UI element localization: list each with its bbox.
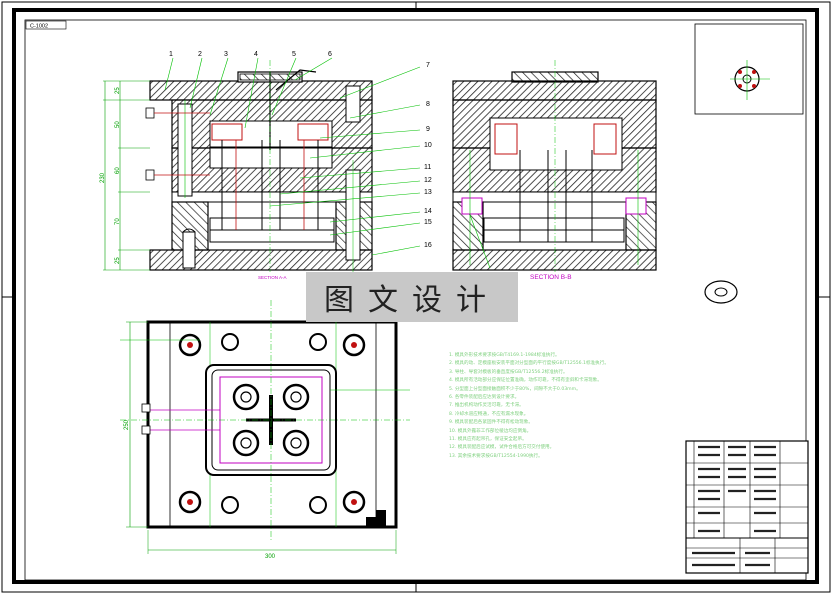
- plan-view: [120, 300, 410, 540]
- balloon-numbers: 1 2 3 4 5 6 7 8 9 10 11 12 13 14 15 16: [169, 51, 432, 249]
- note-line: 1. 模具外形技术要求按GB/T4169.1-1984标准执行。: [449, 353, 560, 358]
- section-bb-view: SECTION B-B: [452, 60, 657, 281]
- balloon-12: 12: [424, 177, 432, 184]
- note-line: 11. 模具应有起吊孔，保证安全起吊。: [449, 437, 527, 443]
- note-line: 12. 模具装配后应试模，试件合格后方可交付使用。: [449, 445, 555, 451]
- technical-notes: 1. 模具外形技术要求按GB/T4169.1-1984标准执行。 2. 模具的动…: [449, 352, 687, 461]
- dim-70: 70: [115, 218, 121, 225]
- section-aa-view: SECTION A-A: [145, 60, 373, 280]
- balloon-5: 5: [292, 51, 296, 58]
- balloon-3: 3: [224, 51, 228, 58]
- note-line: 7. 推出机构动作灵活可靠，无卡滞。: [449, 403, 524, 409]
- mini-view-box: [694, 23, 804, 115]
- note-line: 4. 模具所有活动部分应保证位置准确，动作可靠，不得有歪斜和卡滞现象。: [449, 378, 602, 384]
- balloon-1: 1: [169, 51, 173, 58]
- note-line: 2. 模具的动、定模座板安装平面对分型面的平行度按GB/T12556.1标准执行…: [449, 361, 609, 367]
- dim-plan-height: 250: [124, 419, 130, 430]
- balloon-16: 16: [424, 242, 432, 249]
- note-line: 13. 其余技术要求按GB/T12554-1990执行。: [449, 453, 543, 459]
- washer-detail: [704, 280, 738, 304]
- balloon-10: 10: [424, 142, 432, 149]
- balloon-9: 9: [426, 126, 430, 133]
- balloon-4: 4: [254, 51, 258, 58]
- balloon-8: 8: [426, 101, 430, 108]
- dim-plan-width: 300: [265, 554, 276, 560]
- drawing-tag-box: C-1002: [25, 20, 67, 30]
- note-line: 3. 导柱、导套对模板的垂直度按GB/T12556.2标准执行。: [449, 369, 568, 375]
- note-line: 8. 冷却水道应畅通，不应有漏水现象。: [449, 411, 529, 417]
- balloon-14: 14: [424, 208, 432, 215]
- dim-25-bottom: 25: [115, 257, 121, 264]
- note-line: 9. 模具装配后各紧固件不得有松动现象。: [449, 420, 533, 426]
- dim-overall-height: 230: [100, 172, 106, 183]
- balloon-13: 13: [424, 189, 432, 196]
- left-dimension-stack: 25 50 60 70 25 230: [100, 80, 150, 271]
- section-aa-label: SECTION A-A: [258, 275, 287, 280]
- section-bb-label: SECTION B-B: [530, 274, 572, 281]
- note-line: 10. 模具外露非工作部位棱边均应倒角。: [449, 428, 532, 434]
- note-line: 6. 各零件装配后应达到设计要求。: [449, 395, 520, 401]
- balloon-leaders: [164, 57, 421, 256]
- dim-25-top: 25: [115, 87, 121, 94]
- title-block: [685, 440, 809, 574]
- balloon-6: 6: [328, 51, 332, 58]
- note-line: 5. 分型面上分型面接触面积不少于80%，间隙不大于0.03mm。: [449, 386, 581, 392]
- guide-pins: [178, 333, 366, 514]
- balloon-2: 2: [198, 51, 202, 58]
- balloon-11: 11: [424, 164, 431, 171]
- title-banner: 图文设计: [306, 272, 518, 322]
- plan-dimensions: 250 300: [124, 321, 397, 560]
- drawing-tag: C-1002: [30, 24, 48, 30]
- cavities: [232, 383, 310, 457]
- balloon-15: 15: [424, 219, 432, 226]
- balloon-7: 7: [426, 62, 430, 69]
- dim-50: 50: [115, 121, 121, 128]
- dim-60: 60: [115, 167, 121, 174]
